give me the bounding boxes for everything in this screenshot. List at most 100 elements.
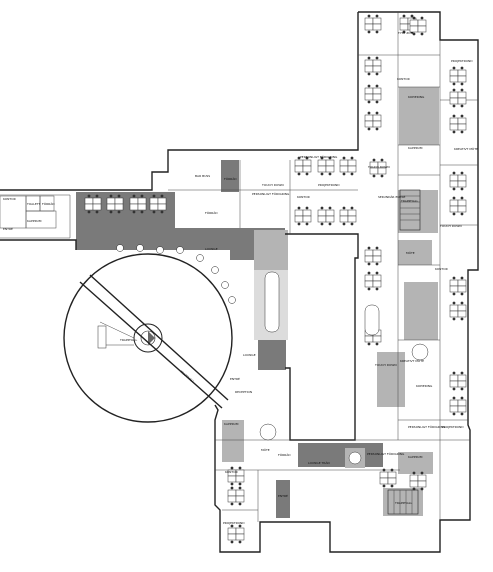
desk bbox=[129, 203, 139, 211]
chair bbox=[375, 262, 379, 266]
chair bbox=[460, 130, 464, 134]
label-kontor-n: KONTOR bbox=[397, 77, 410, 81]
label-touch-down-n: TOUCH DOWN bbox=[367, 165, 390, 169]
chair bbox=[460, 301, 464, 305]
desk bbox=[457, 205, 467, 213]
label-kontor-mid: KONTOR bbox=[297, 195, 310, 199]
conference-table bbox=[264, 271, 280, 333]
desk bbox=[137, 203, 147, 211]
chair bbox=[230, 486, 234, 490]
desk bbox=[364, 120, 374, 128]
desk bbox=[409, 474, 419, 482]
chair bbox=[382, 468, 386, 472]
desk bbox=[372, 120, 382, 128]
desk bbox=[372, 249, 382, 257]
chair bbox=[342, 206, 346, 210]
chair bbox=[452, 317, 456, 321]
label-foerrad-w: FÖRRÅD bbox=[42, 201, 55, 206]
desk bbox=[364, 17, 374, 25]
chair bbox=[297, 222, 301, 226]
desk bbox=[84, 197, 94, 205]
chair bbox=[342, 172, 346, 176]
desk bbox=[302, 215, 312, 223]
chair bbox=[87, 194, 91, 198]
desk bbox=[409, 480, 419, 488]
round-table bbox=[228, 296, 236, 304]
desk bbox=[294, 159, 304, 167]
chair bbox=[117, 194, 121, 198]
chair bbox=[452, 387, 456, 391]
desk bbox=[149, 197, 159, 205]
chair bbox=[452, 212, 456, 216]
chair bbox=[140, 194, 144, 198]
desk bbox=[379, 471, 389, 479]
desk bbox=[449, 285, 459, 293]
trapphall-se-zone bbox=[383, 488, 423, 516]
desk bbox=[417, 480, 427, 488]
desk bbox=[302, 159, 312, 167]
chair bbox=[160, 210, 164, 214]
desk bbox=[449, 180, 459, 188]
label-reception: RECEPTION bbox=[235, 390, 252, 394]
desk bbox=[457, 91, 467, 99]
round-table bbox=[221, 281, 229, 289]
kapprum-se-zone bbox=[398, 452, 433, 474]
chair bbox=[452, 412, 456, 416]
chair bbox=[460, 412, 464, 416]
chair bbox=[375, 287, 379, 291]
meeting-zone-dark bbox=[298, 443, 383, 467]
chair bbox=[460, 396, 464, 400]
chair bbox=[230, 482, 234, 486]
chair bbox=[132, 194, 136, 198]
chair bbox=[238, 524, 242, 528]
room-labels: TYST ZON KONTOR PROJEKTROND KOPIERING KA… bbox=[3, 31, 478, 525]
desk bbox=[364, 335, 374, 343]
desk bbox=[106, 197, 116, 205]
chair bbox=[230, 540, 234, 544]
chair bbox=[297, 172, 301, 176]
chair bbox=[367, 287, 371, 291]
chair bbox=[328, 222, 332, 226]
chair bbox=[382, 484, 386, 488]
chair bbox=[452, 292, 456, 296]
chair bbox=[297, 156, 301, 160]
desk bbox=[106, 203, 116, 211]
chair bbox=[305, 206, 309, 210]
label-entre-s: ENTRÉ bbox=[278, 493, 288, 498]
chair bbox=[460, 317, 464, 321]
desk bbox=[457, 304, 467, 312]
chair bbox=[305, 156, 309, 160]
desk bbox=[227, 489, 237, 497]
desk bbox=[372, 255, 382, 263]
desk bbox=[364, 114, 374, 122]
chair bbox=[375, 56, 379, 60]
desk bbox=[137, 197, 147, 205]
chair bbox=[367, 342, 371, 346]
desk bbox=[457, 285, 467, 293]
chair bbox=[320, 206, 324, 210]
chair bbox=[460, 371, 464, 375]
desk bbox=[372, 65, 382, 73]
round-table bbox=[116, 244, 124, 252]
desk bbox=[449, 205, 459, 213]
desk bbox=[417, 474, 427, 482]
chair bbox=[320, 156, 324, 160]
chair bbox=[375, 100, 379, 104]
label-kapprum-se: KAPPRUM bbox=[408, 455, 423, 459]
desk bbox=[372, 274, 382, 282]
chair bbox=[460, 114, 464, 118]
desk bbox=[235, 495, 245, 503]
chair bbox=[328, 172, 332, 176]
desk bbox=[457, 380, 467, 388]
chair bbox=[109, 194, 113, 198]
desk bbox=[379, 477, 389, 485]
trapphall-n-zone bbox=[398, 190, 438, 233]
desk bbox=[84, 203, 94, 211]
chair bbox=[238, 502, 242, 506]
desk bbox=[114, 197, 124, 205]
round-table bbox=[136, 244, 144, 252]
desk bbox=[457, 97, 467, 105]
chair bbox=[452, 114, 456, 118]
desk bbox=[317, 159, 327, 167]
